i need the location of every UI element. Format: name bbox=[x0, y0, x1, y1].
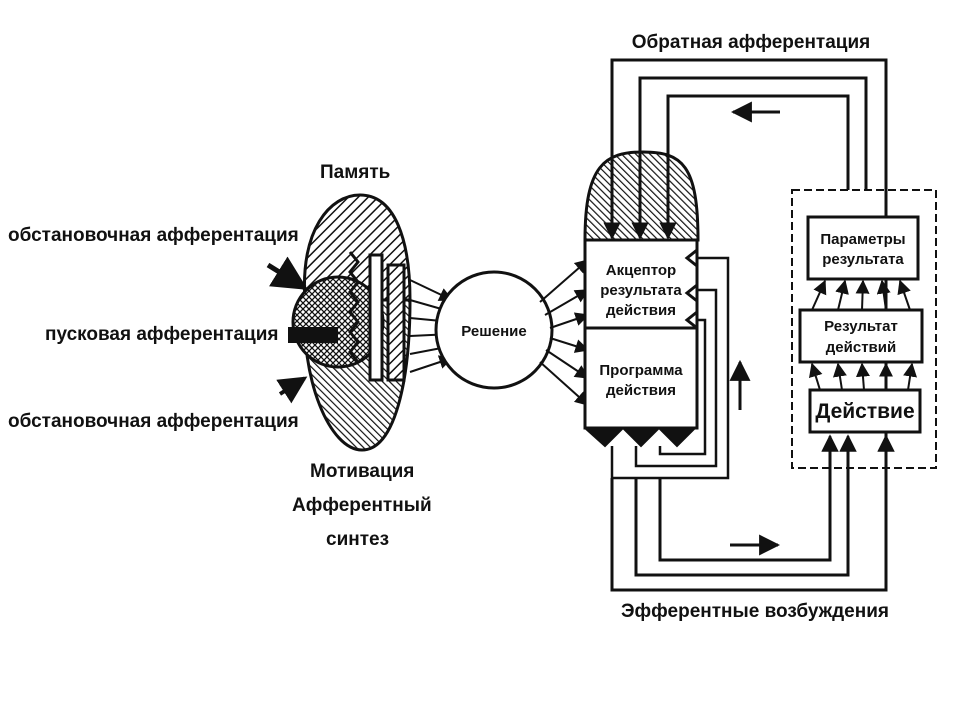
synthesis-column-2 bbox=[386, 263, 406, 382]
trigger-bar bbox=[288, 327, 338, 343]
situational-input-arrow-bottom bbox=[276, 376, 308, 404]
afferent-label: Афферентный bbox=[292, 495, 432, 516]
synthesis-label: синтез bbox=[326, 529, 389, 550]
synthesis-zigzag bbox=[348, 251, 360, 363]
action-region bbox=[791, 189, 937, 469]
situational-afferentation-top-label: обстановочная афферентация bbox=[8, 225, 299, 246]
program-box bbox=[583, 326, 699, 430]
decision-to-acceptor-arrows bbox=[539, 259, 590, 406]
motivation-label: Мотивация bbox=[310, 461, 414, 482]
action-box bbox=[808, 388, 922, 434]
action-result-box bbox=[798, 308, 924, 364]
efferent-excitations-label: Эфферентные возбуждения bbox=[621, 601, 889, 622]
situational-afferentation-bottom-label: обстановочная афферентация bbox=[8, 411, 299, 432]
memory-label: Память bbox=[320, 162, 390, 183]
internal-collateral-loops bbox=[610, 256, 730, 480]
action-result-label-2: действий bbox=[826, 339, 896, 356]
action-label: Действие bbox=[815, 400, 914, 423]
program-label-2: действия bbox=[606, 382, 676, 399]
acceptor-right-teeth bbox=[684, 248, 698, 330]
result-parameters-label-1: Параметры bbox=[820, 231, 905, 248]
decision-circle bbox=[434, 270, 554, 390]
acceptor-box bbox=[583, 238, 699, 330]
decision-label: Решение bbox=[461, 323, 526, 340]
result-parameters-box bbox=[806, 215, 920, 281]
feedback-afferentation-label: Обратная афферентация bbox=[632, 32, 871, 53]
acceptor-label-1: Акцептор bbox=[606, 262, 676, 279]
result-to-parameters-arrows bbox=[811, 279, 911, 311]
acceptor-label-3: действия bbox=[606, 302, 676, 319]
program-label-1: Программа bbox=[599, 362, 683, 379]
result-parameters-label-2: результата bbox=[822, 251, 904, 268]
trigger-afferentation-label: пусковая афферентация bbox=[45, 324, 278, 345]
program-output-teeth bbox=[584, 426, 697, 448]
action-to-result-arrows bbox=[809, 362, 918, 391]
efferent-input-arrows bbox=[821, 434, 895, 468]
acceptor-label-2: результата bbox=[600, 282, 682, 299]
synthesis-column-1 bbox=[368, 253, 384, 382]
afferent-synthesis-block bbox=[266, 193, 454, 452]
memory-region bbox=[302, 193, 412, 302]
action-result-label-1: Результат bbox=[824, 318, 898, 335]
situational-input-arrow-top bbox=[266, 256, 308, 291]
